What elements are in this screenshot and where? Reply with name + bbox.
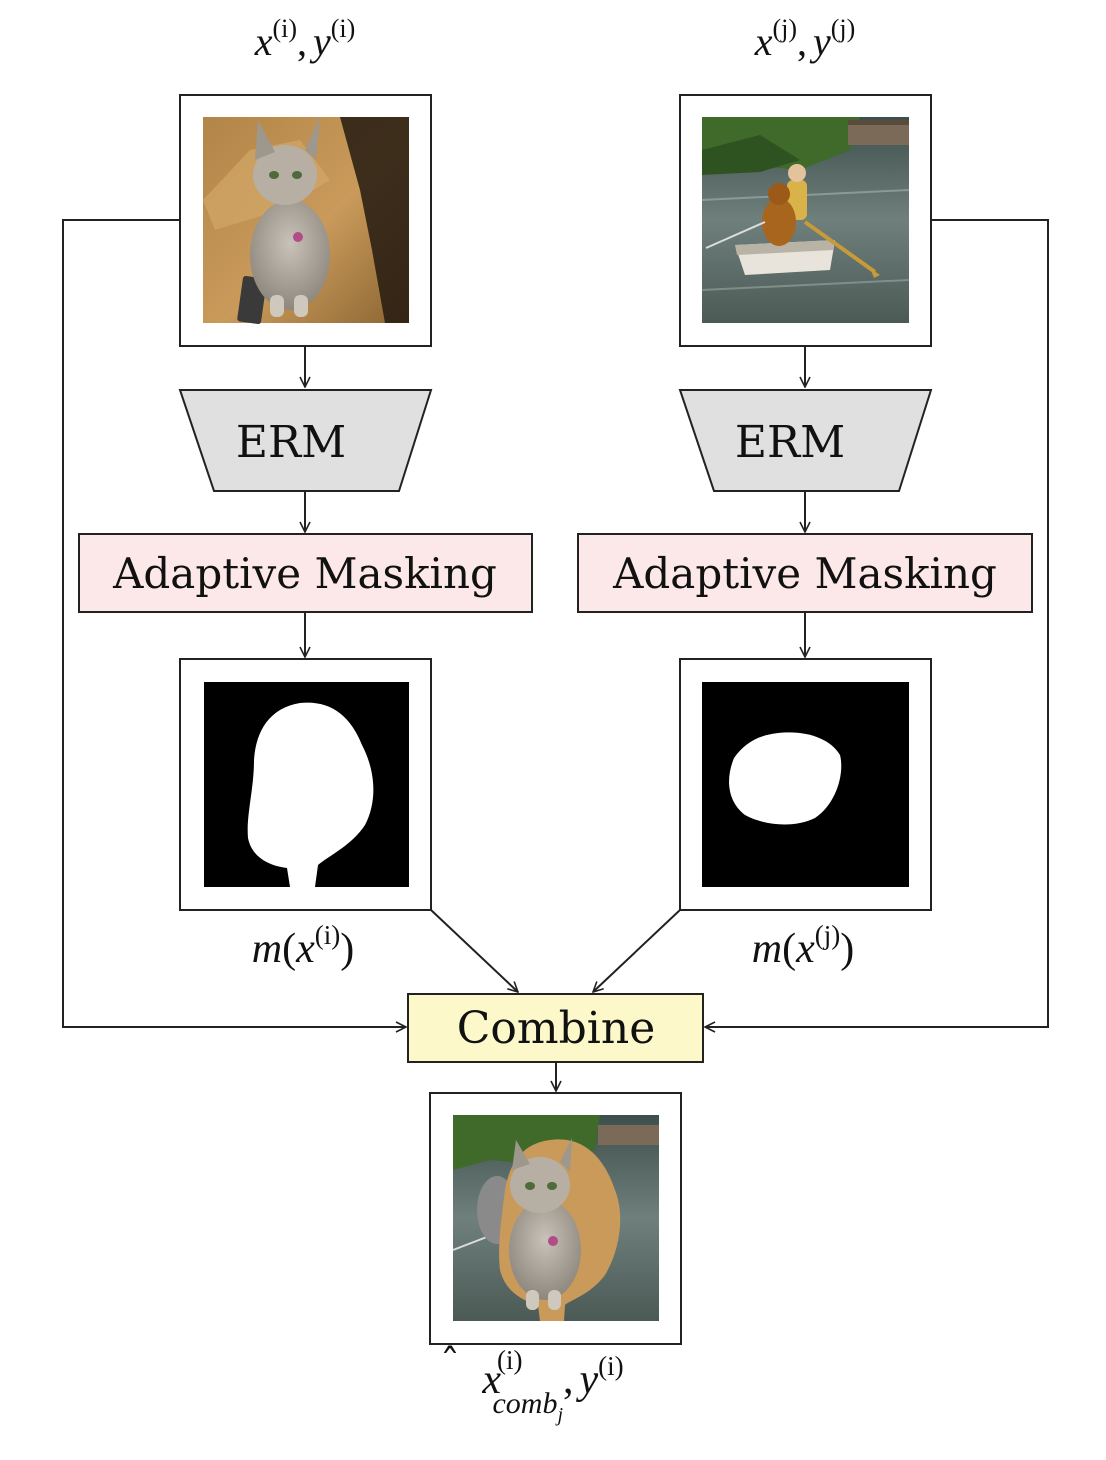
left-image-to-combine-path	[62, 219, 406, 1027]
output-label: x(i)combj,y(i)	[481, 1345, 623, 1426]
right-erm-label: ERM	[735, 417, 845, 468]
right-mask-label: m(x(j))	[752, 920, 854, 972]
left-mask-label: m(x(i))	[252, 920, 354, 972]
combine-label: Combine	[457, 1003, 656, 1054]
right-erm-block	[678, 389, 933, 492]
combine-block	[407, 993, 704, 1063]
right-masking-block	[577, 533, 1033, 613]
cat-photo	[203, 117, 409, 325]
left-input-label: x(i),y(i)	[254, 14, 356, 64]
left-masking-block	[78, 533, 533, 613]
output-hat: ˆ	[440, 1342, 460, 1388]
dog-boat-photo	[701, 117, 910, 323]
right-masking-label: Adaptive Masking	[612, 549, 997, 598]
right-image-to-combine-path	[705, 219, 1049, 1027]
left-erm-block	[178, 389, 433, 492]
cat-mask	[204, 682, 409, 887]
right-input-label: x(j),y(j)	[754, 14, 856, 64]
left-masking-label: Adaptive Masking	[112, 549, 497, 598]
left-erm-label: ERM	[236, 417, 346, 468]
combined-cat-on-lake-photo	[452, 1115, 659, 1321]
left-mask-to-combine-arrow	[430, 909, 518, 992]
right-mask-to-combine-arrow	[593, 909, 681, 992]
dog-mask	[702, 682, 909, 887]
